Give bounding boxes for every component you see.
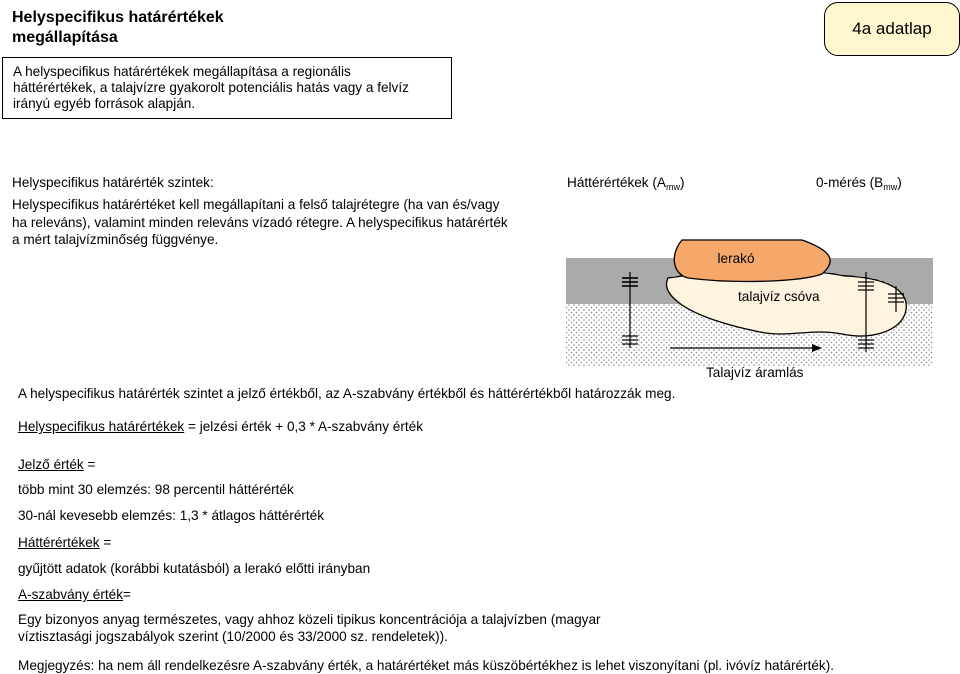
astandard-line-2: víztisztasági jogszabályok szerint (10/2… [18, 629, 448, 644]
landfill-label: lerakó [717, 251, 754, 266]
background-label-close: ) [679, 175, 685, 190]
levels-para-line-3: a mért talajvízminőség függvénye. [12, 232, 219, 247]
background-label-text: Háttérértékek (A [567, 175, 666, 190]
indicator-line-1: több mint 30 elemzés: 98 percentil hátté… [18, 482, 294, 497]
zero-label-sub: mw [883, 182, 898, 192]
levels-para-line-1: Helyspecifikus határértéket kell megálla… [12, 197, 500, 212]
zero-label-text: 0-mérés (B [816, 175, 884, 190]
formula-rest: = jelzési érték + 0,3 * A-szabvány érték [184, 419, 423, 434]
sheet-tab: 4a adatlap [824, 2, 960, 56]
monitoring-well-downgradient-1 [858, 272, 874, 352]
monitoring-well-downgradient-2 [888, 286, 904, 312]
background-line: gyűjtött adatok (korábbi kutatásból) a l… [18, 561, 371, 576]
formula-line: Helyspecifikus határértékek = jelzési ér… [18, 418, 423, 435]
intro-box: A helyspecifikus határértékek megállapít… [2, 57, 452, 119]
page-title: Helyspecifikus határértékek megállapítás… [12, 8, 272, 48]
monitoring-well-upgradient [622, 272, 638, 348]
note: Megjegyzés: ha nem áll rendelkezésre A-s… [18, 658, 835, 673]
levels-para-line-2: ha releváns), valamint minden releváns v… [12, 214, 508, 230]
flow-arrow-head-icon [812, 344, 822, 352]
indicator-heading: Jelző érték = [18, 456, 95, 473]
title-line-2: megállapítása [12, 29, 118, 46]
landfill-body [673, 239, 831, 283]
levels-heading: Helyspecifikus határérték szintek: [12, 175, 214, 190]
background-heading: Háttérértékek = [18, 534, 111, 551]
title-line-1: Helyspecifikus határértékek [12, 9, 224, 26]
intro-line-1: A helyspecifikus határértékek megállapít… [13, 64, 351, 79]
astandard-term: A-szabvány érték [18, 587, 124, 602]
background-term: Háttérértékek [18, 535, 100, 550]
astandard-eq: = [123, 587, 131, 602]
intro-line-3: irányú egyéb források alapján. [13, 96, 196, 111]
zero-label-close: ) [897, 175, 902, 190]
plume-label: talajvíz csóva [738, 289, 820, 304]
astandard-heading: A-szabvány érték= [18, 586, 131, 603]
indicator-line-2: 30-nál kevesebb elemzés: 1,3 * átlagos h… [18, 508, 325, 523]
background-eq: = [99, 535, 112, 550]
indicator-eq: = [83, 457, 96, 472]
levels-paragraph: Helyspecifikus határértéket kell megálla… [12, 196, 508, 249]
groundwater-flow-label: Talajvíz áramlás [706, 365, 804, 380]
formula-term: Helyspecifikus határértékek [18, 419, 185, 434]
zero-measurement-label: 0-mérés (Bmw) [816, 174, 902, 196]
landfill-cross-section-diagram: lerakó talajvíz csóva Talajvíz áramlás [566, 239, 933, 380]
intro-line-2: háttérértékek, a talajvízre gyakorolt po… [13, 80, 409, 95]
astandard-line-1: Egy bizonyos anyag természetes, vagy ahh… [18, 612, 601, 627]
sheet-tab-label: 4a adatlap [852, 19, 932, 38]
level-sentence: A helyspecifikus határérték szintet a je… [18, 386, 676, 401]
indicator-term: Jelző érték [18, 457, 84, 472]
background-values-label: Háttérértékek (Amw) [567, 174, 685, 196]
background-label-sub: mw [665, 182, 680, 192]
